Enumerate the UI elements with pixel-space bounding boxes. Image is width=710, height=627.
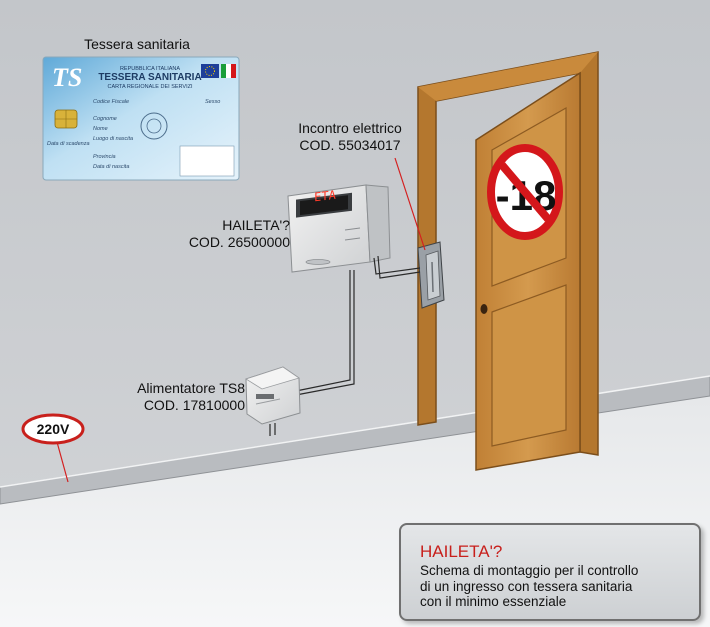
card-sex-label: Sesso xyxy=(205,99,220,105)
mains-label: 220V xyxy=(37,421,70,437)
psu-name: Alimentatore TS8 xyxy=(137,380,245,396)
card-field-3: Luogo di nascita xyxy=(93,136,133,142)
psu-label: Alimentatore TS8 COD. 17810000 xyxy=(95,380,245,414)
eu-flag-icon xyxy=(201,64,219,78)
lock-code: COD. 55034017 xyxy=(299,137,401,153)
italy-flag-icon xyxy=(221,64,236,78)
info-line: di un ingresso con tessera sanitaria xyxy=(420,578,633,594)
electric-strike xyxy=(417,241,445,309)
lock-leader-line xyxy=(394,157,426,251)
card-heading: TESSERA SANITARIA xyxy=(98,72,201,83)
door xyxy=(475,71,581,471)
reader-label: HAILETA'? COD. 26500000 xyxy=(150,217,290,251)
mains-220v-badge: 220V xyxy=(21,413,85,445)
card-field-2: Nome xyxy=(93,126,108,132)
card-logo: TS xyxy=(52,63,82,92)
health-card-image: TS REPUBBLICA ITALIANA TESSERA SANITARIA… xyxy=(42,56,240,181)
card-subheading: CARTA REGIONALE DEI SERVIZI xyxy=(108,84,193,90)
card-title: Tessera sanitaria xyxy=(84,36,190,52)
card-field-0: Codice Fiscale xyxy=(93,99,129,105)
cables xyxy=(269,255,421,436)
power-supply-device xyxy=(245,366,301,425)
card-expiry-label: Data di scadenza xyxy=(47,141,90,147)
card-field-5: Data di nascita xyxy=(93,164,129,170)
info-text: Schema di montaggio per il controllo di … xyxy=(420,563,695,610)
lock-label: Incontro elettrico COD. 55034017 xyxy=(280,120,420,154)
door-handle-icon xyxy=(480,304,488,314)
reader-display-text: ETA xyxy=(314,188,336,205)
under-18-sign-icon: -18 xyxy=(487,144,563,240)
info-line: con il minimo essenziale xyxy=(420,594,567,609)
card-field-4: Provincia xyxy=(93,154,116,160)
mains-leader-line xyxy=(56,441,69,483)
reader-name: HAILETA'? xyxy=(222,217,290,233)
info-title: HAILETA'? xyxy=(420,542,503,561)
lock-name: Incontro elettrico xyxy=(298,120,402,136)
emblem-icon xyxy=(140,112,168,140)
card-photo-box xyxy=(179,145,235,177)
door-panel-lower xyxy=(491,284,567,447)
card-field-1: Cognome xyxy=(93,116,117,122)
reader-code: COD. 26500000 xyxy=(188,234,290,250)
info-line: Schema di montaggio per il controllo xyxy=(420,563,639,578)
info-box: HAILETA'? Schema di montaggio per il con… xyxy=(399,523,701,621)
card-reader-device: ETA xyxy=(287,184,391,273)
card-republic: REPUBBLICA ITALIANA xyxy=(120,66,180,72)
psu-code: COD. 17810000 xyxy=(143,397,245,413)
